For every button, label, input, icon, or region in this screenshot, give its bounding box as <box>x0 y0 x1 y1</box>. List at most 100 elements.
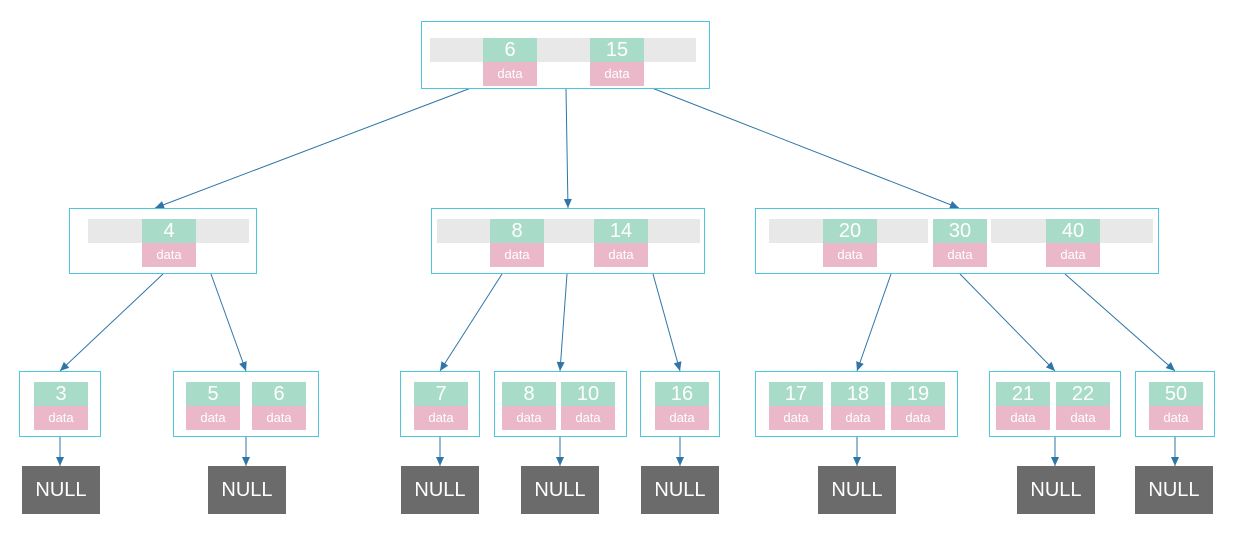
data-label: data <box>823 243 877 267</box>
edge-line <box>651 87 960 209</box>
key-value: 6 <box>483 38 537 62</box>
null-node: NULL <box>22 466 100 514</box>
data-label: data <box>831 406 885 430</box>
data-label: data <box>490 243 544 267</box>
arrowhead <box>949 200 959 209</box>
arrowhead <box>56 457 64 466</box>
key-value: 14 <box>594 219 648 243</box>
key-value: 6 <box>252 382 306 406</box>
data-label: data <box>1149 406 1203 430</box>
key-value: 50 <box>1149 382 1203 406</box>
key-value: 4 <box>142 219 196 243</box>
slot-bar <box>437 219 700 243</box>
data-label: data <box>655 406 709 430</box>
data-label: data <box>252 406 306 430</box>
arrowhead <box>853 457 861 466</box>
slot-bar <box>430 38 696 62</box>
edge-line <box>565 88 569 209</box>
arrowhead <box>556 361 565 371</box>
key-value: 8 <box>502 382 556 406</box>
key-value: 22 <box>1056 382 1110 406</box>
data-label: data <box>414 406 468 430</box>
data-label: data <box>594 243 648 267</box>
arrowhead <box>242 457 250 466</box>
data-label: data <box>769 406 823 430</box>
data-label: data <box>1046 243 1100 267</box>
null-node: NULL <box>401 466 479 514</box>
arrowhead <box>155 201 165 209</box>
arrowhead <box>440 361 449 371</box>
edge-line <box>439 273 503 372</box>
null-node: NULL <box>641 466 719 514</box>
key-value: 21 <box>996 382 1050 406</box>
null-node: NULL <box>208 466 286 514</box>
arrowhead <box>856 361 864 371</box>
edge-line <box>154 87 472 209</box>
null-node: NULL <box>818 466 896 514</box>
arrowhead <box>673 361 682 371</box>
edge-line <box>1064 273 1176 372</box>
key-value: 3 <box>34 382 88 406</box>
data-label: data <box>996 406 1050 430</box>
arrowhead <box>239 361 247 371</box>
data-label: data <box>142 243 196 267</box>
key-value: 5 <box>186 382 240 406</box>
key-value: 16 <box>655 382 709 406</box>
arrowhead <box>676 457 684 466</box>
edge-line <box>652 273 681 372</box>
key-value: 17 <box>769 382 823 406</box>
key-value: 15 <box>590 38 644 62</box>
arrowhead <box>1051 457 1059 466</box>
edge-line <box>959 273 1056 372</box>
key-value: 8 <box>490 219 544 243</box>
data-label: data <box>502 406 556 430</box>
data-label: data <box>1056 406 1110 430</box>
edge-line <box>559 273 568 372</box>
data-label: data <box>483 62 537 86</box>
key-value: 7 <box>414 382 468 406</box>
key-value: 10 <box>561 382 615 406</box>
data-label: data <box>933 243 987 267</box>
data-label: data <box>891 406 945 430</box>
null-node: NULL <box>1135 466 1213 514</box>
arrowhead <box>556 457 564 466</box>
key-value: 30 <box>933 219 987 243</box>
key-value: 20 <box>823 219 877 243</box>
arrowhead <box>60 361 70 371</box>
arrowhead <box>436 457 444 466</box>
arrowhead <box>1045 361 1055 371</box>
